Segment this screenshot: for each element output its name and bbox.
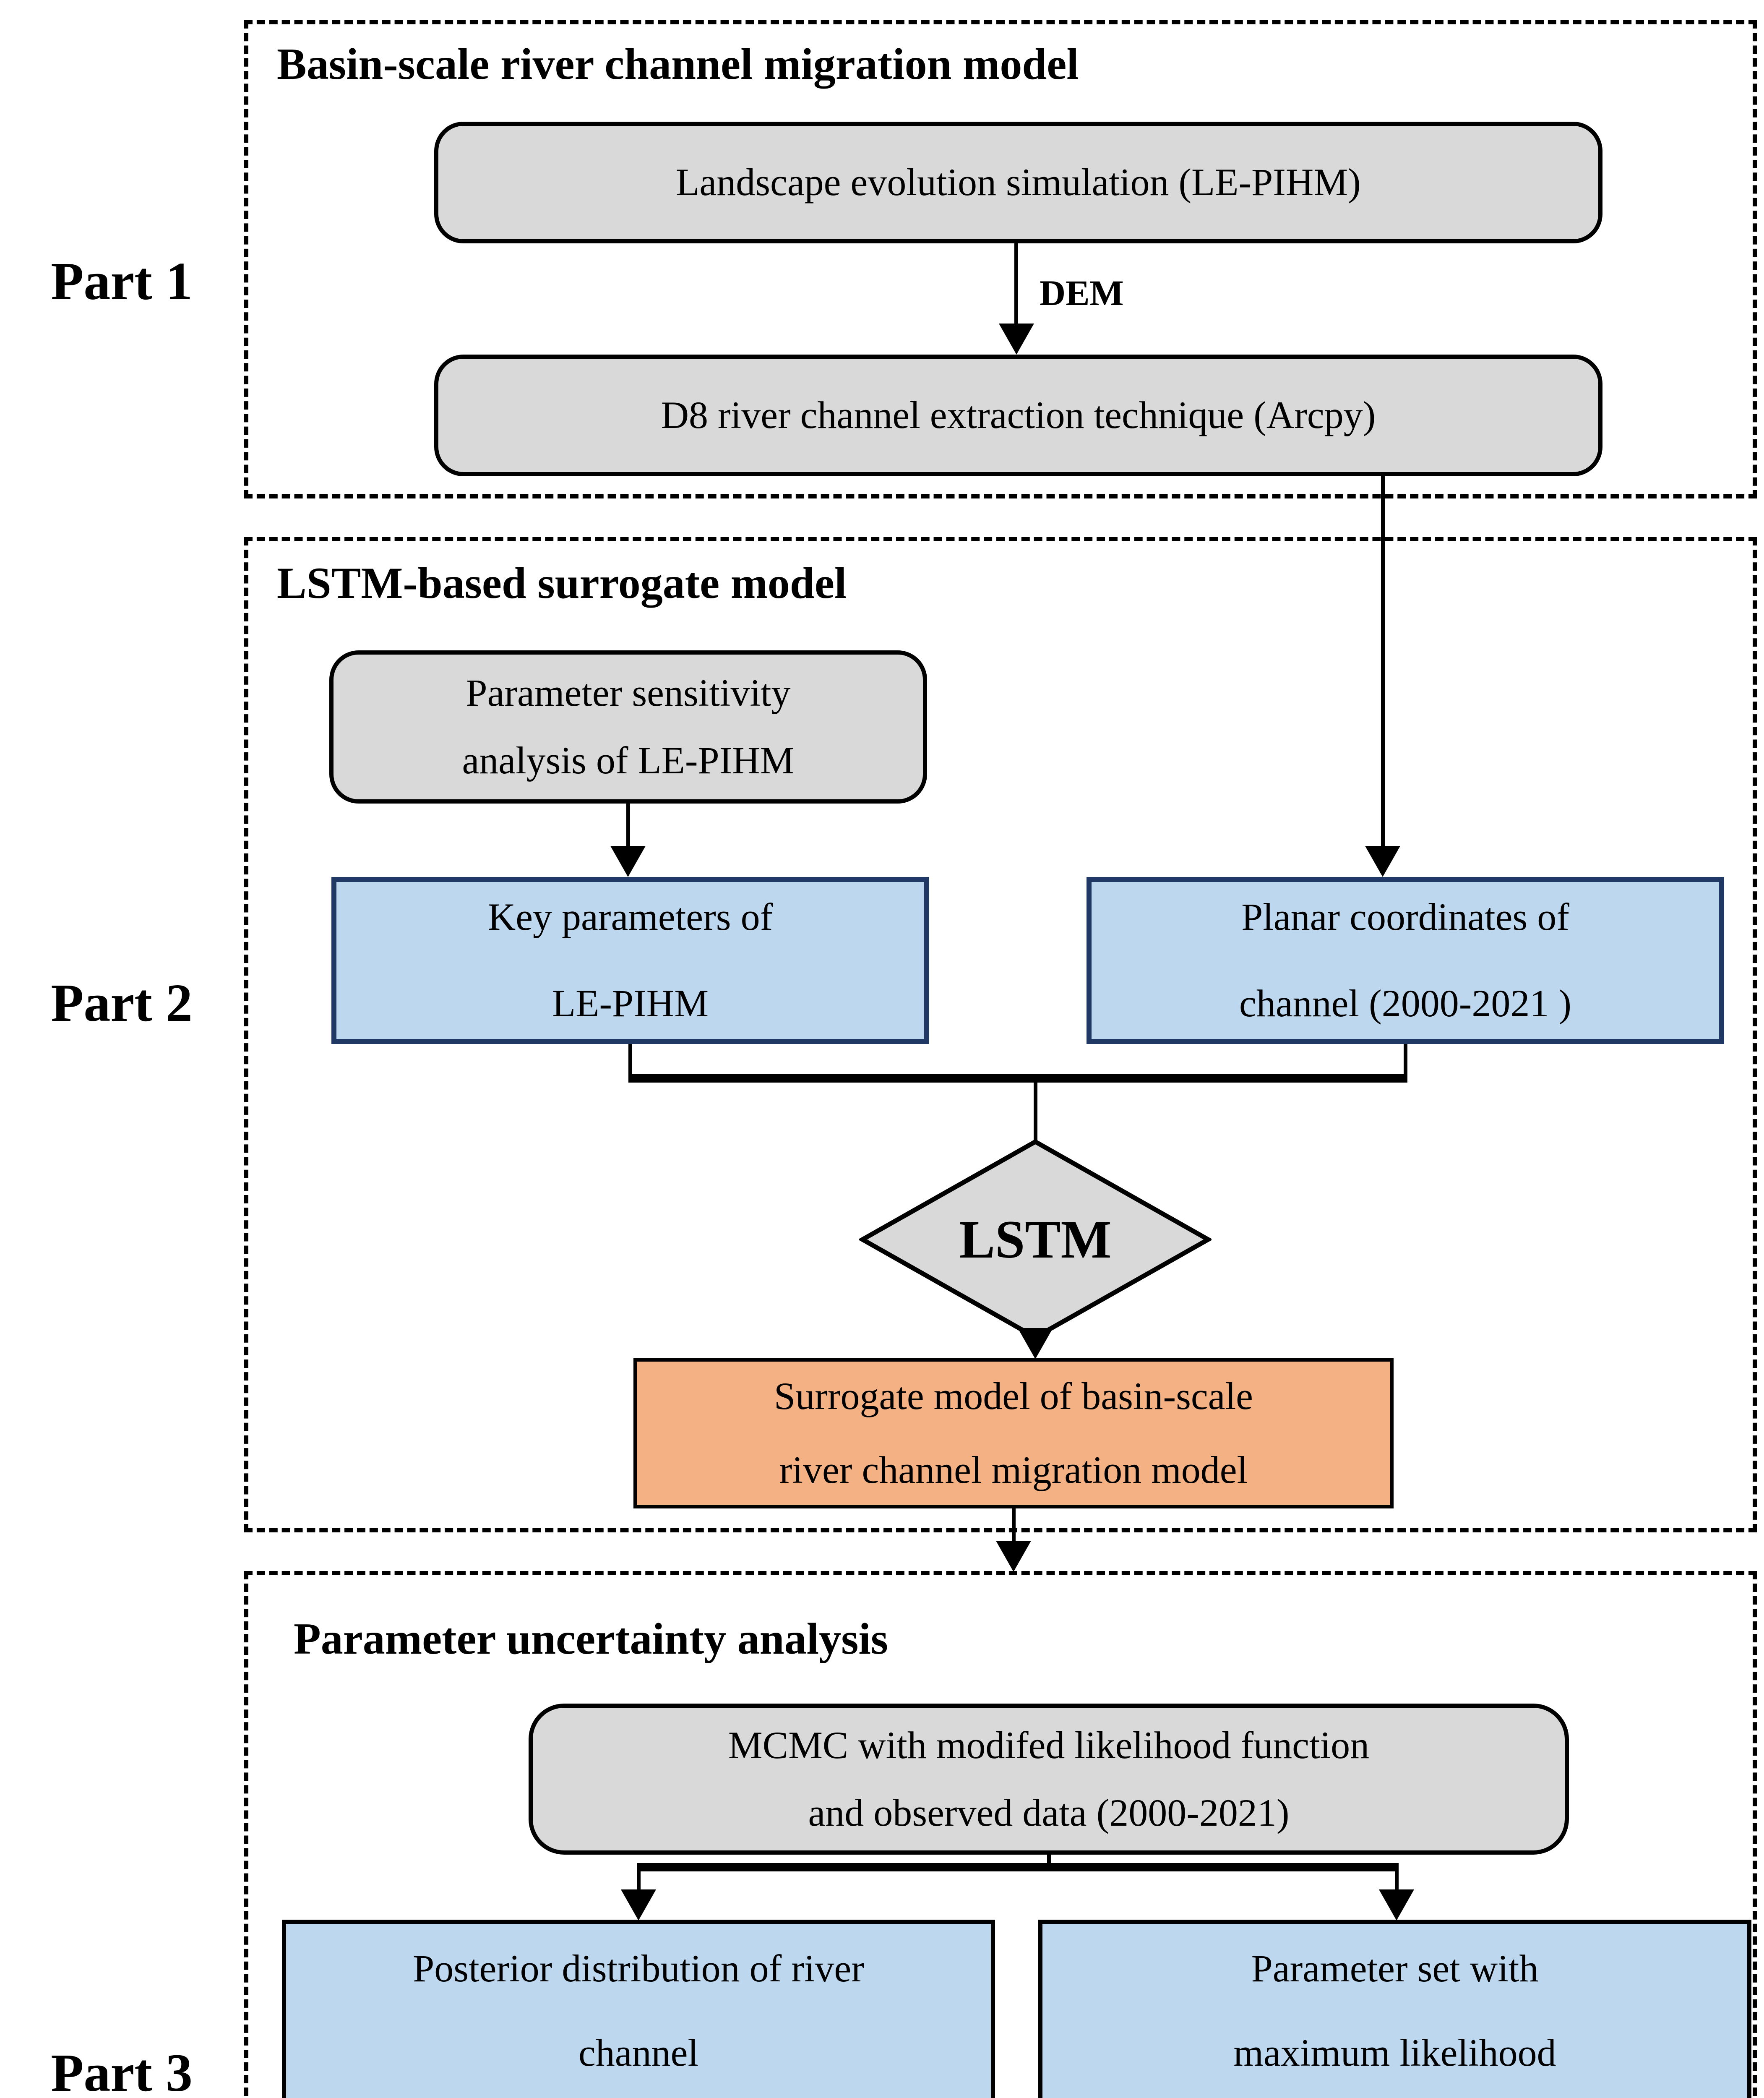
param-sensitivity-line1: Parameter sensitivity <box>466 671 791 715</box>
lstm-diamond: LSTM <box>857 1139 1213 1340</box>
parameter-set-line1: Parameter set with <box>1251 1947 1539 1990</box>
key-parameters-box: Key parameters of LE-PIHM <box>331 877 929 1044</box>
posterior-line1: Posterior distribution of river <box>413 1947 864 1990</box>
stub-planar-down <box>1404 1044 1407 1082</box>
arrowhead-paramset <box>1379 1889 1414 1921</box>
part2-title: LSTM-based surrogate model <box>277 558 847 608</box>
connector-d8-to-planar <box>1381 476 1385 848</box>
part2-label: Part 2 <box>51 973 193 1033</box>
part2-dashed-box <box>244 537 1757 1532</box>
d8-extraction-text: D8 river channel extraction technique (A… <box>661 394 1376 437</box>
stub-to-posterior <box>637 1869 641 1892</box>
surrogate-model-box: Surrogate model of basin-scale river cha… <box>633 1358 1394 1508</box>
surrogate-model-line2: river channel migration model <box>779 1448 1248 1491</box>
branch-bar-part3 <box>637 1863 1399 1871</box>
param-sensitivity-line2: analysis of LE-PIHM <box>462 739 795 782</box>
parameter-set-line2: maximum likelihood <box>1233 2031 1556 2074</box>
mcmc-line1: MCMC with modifed likelihood function <box>728 1723 1370 1767</box>
part3-dashed-box <box>244 1571 1757 2098</box>
param-sensitivity-box: Parameter sensitivity analysis of LE-PIH… <box>329 650 927 804</box>
part1-dashed-box <box>244 20 1757 498</box>
surrogate-model-line1: Surrogate model of basin-scale <box>774 1375 1253 1418</box>
arrowhead-surrogate <box>1018 1328 1053 1359</box>
key-parameters-line1: Key parameters of <box>487 895 773 939</box>
connector-bar-to-diamond <box>1034 1083 1037 1141</box>
arrowhead-d8 <box>999 324 1034 355</box>
landscape-simulation-box: Landscape evolution simulation (LE-PIHM) <box>434 122 1602 243</box>
planar-coordinates-line1: Planar coordinates of <box>1241 895 1569 939</box>
arrowhead-part3 <box>996 1541 1031 1572</box>
connector-landscape-to-d8 <box>1014 243 1018 326</box>
parameter-set-box: Parameter set with maximum likelihood <box>1038 1920 1751 2098</box>
connector-mcmc-to-bar <box>1047 1855 1051 1867</box>
planar-coordinates-box: Planar coordinates of channel (2000-2021… <box>1087 877 1724 1044</box>
merge-bar-part2 <box>628 1074 1407 1083</box>
lstm-diamond-text: LSTM <box>959 1209 1112 1269</box>
stub-to-paramset <box>1395 1869 1399 1892</box>
dem-label: DEM <box>1040 273 1124 313</box>
part3-label: Part 3 <box>51 2043 193 2098</box>
posterior-line2: channel <box>578 2031 699 2074</box>
arrowhead-planar <box>1365 846 1400 877</box>
landscape-simulation-text: Landscape evolution simulation (LE-PIHM) <box>676 161 1361 204</box>
key-parameters-line2: LE-PIHM <box>552 982 709 1025</box>
part3-title: Parameter uncertainty analysis <box>294 1614 889 1663</box>
part1-label: Part 1 <box>51 251 193 311</box>
mcmc-box: MCMC with modifed likelihood function an… <box>529 1704 1569 1855</box>
mcmc-line2: and observed data (2000-2021) <box>808 1791 1290 1834</box>
stub-keyparams-down <box>628 1044 632 1082</box>
d8-extraction-box: D8 river channel extraction technique (A… <box>434 355 1602 476</box>
connector-sensitivity-to-keyparams <box>626 804 630 848</box>
part1-title: Basin-scale river channel migration mode… <box>277 39 1079 89</box>
connector-surrogate-to-part3 <box>1012 1508 1016 1542</box>
arrowhead-keyparams <box>610 846 646 877</box>
planar-coordinates-line2: channel (2000-2021 ) <box>1239 982 1571 1025</box>
arrowhead-posterior <box>621 1889 656 1921</box>
posterior-distribution-box: Posterior distribution of river channel <box>282 1920 995 2098</box>
